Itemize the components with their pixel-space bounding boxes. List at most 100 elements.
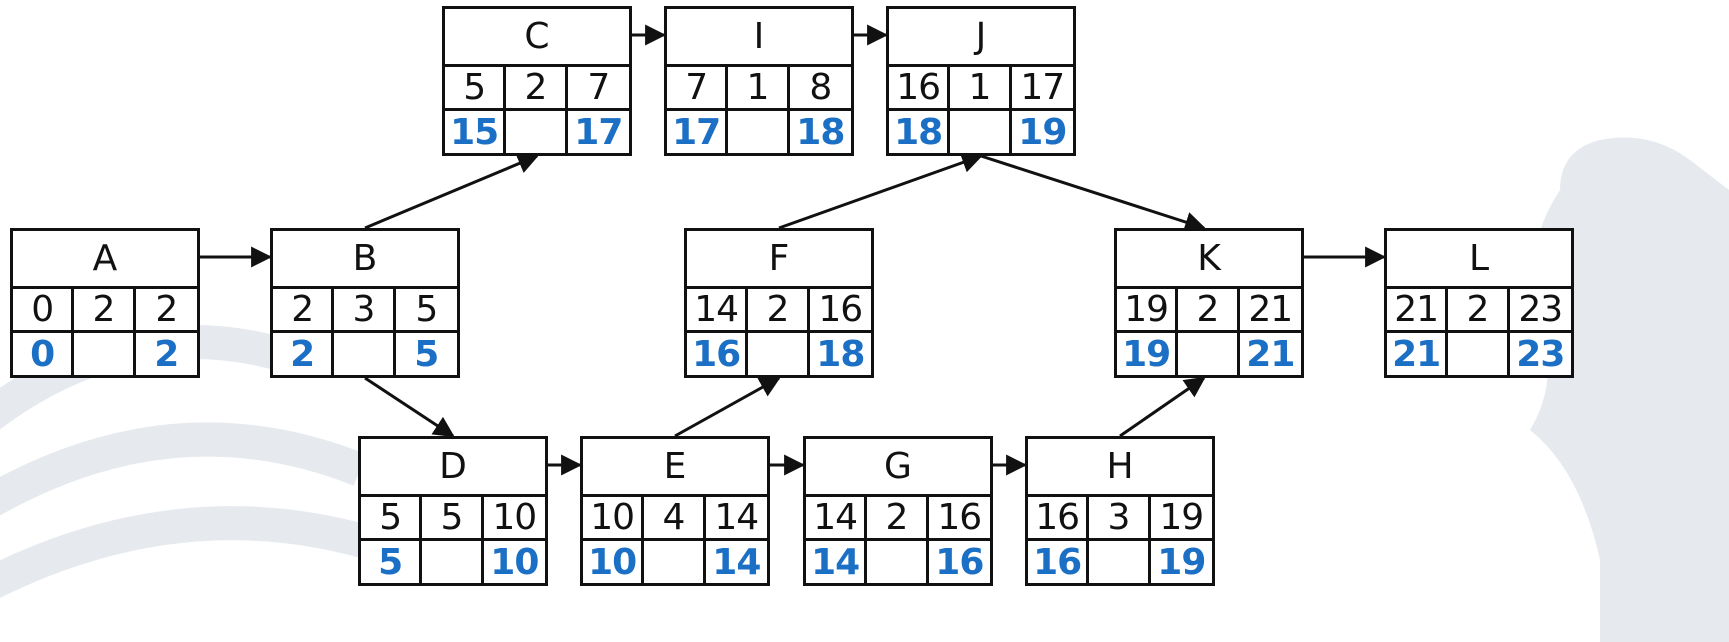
edge-b-d [364,376,455,438]
earliest-start: 0 [13,289,75,333]
empty-cell [1448,333,1510,375]
earliest-start: 5 [445,67,507,111]
duration: 5 [422,497,484,541]
earliest-finish: 7 [567,67,629,111]
latest-finish: 18 [816,333,865,375]
latest-finish: 21 [1246,333,1295,375]
activity-name: C [445,9,629,67]
latest-start: 17 [667,111,729,153]
edge-e-f [674,376,781,438]
earliest-finish: 5 [395,289,457,333]
latest-finish: 14 [712,541,761,583]
earliest-finish: 21 [1239,289,1301,333]
latest-start: 18 [889,111,951,153]
latest-finish: 19 [1018,111,1067,153]
earliest-start: 2 [273,289,335,333]
duration: 1 [728,67,790,111]
earliest-start: 7 [667,67,729,111]
earliest-start: 10 [583,497,645,541]
latest-finish: 18 [796,111,845,153]
duration: 2 [506,67,568,111]
activity-name: I [667,9,851,67]
empty-cell [950,111,1012,153]
empty-cell [506,111,568,153]
latest-start: 15 [445,111,507,153]
empty-cell [728,111,790,153]
earliest-start: 19 [1117,289,1179,333]
latest-finish: 10 [490,541,539,583]
earliest-finish: 2 [135,289,197,333]
empty-cell [867,541,929,583]
earliest-finish: 16 [928,497,990,541]
activity-name: A [13,231,197,289]
latest-start: 16 [687,333,749,375]
earliest-finish: 17 [1011,67,1073,111]
duration: 2 [1178,289,1240,333]
duration: 3 [1089,497,1151,541]
edge-b-c [364,153,539,230]
activity-name: L [1387,231,1571,289]
duration: 2 [867,497,929,541]
latest-start: 16 [1028,541,1090,583]
latest-start: 2 [273,333,335,375]
latest-finish: 23 [1516,333,1565,375]
latest-finish: 17 [574,111,623,153]
empty-cell [422,541,484,583]
earliest-finish: 8 [789,67,851,111]
empty-cell [1178,333,1240,375]
latest-finish: 5 [414,333,439,375]
activity-name: E [583,439,767,497]
latest-start: 0 [13,333,75,375]
empty-cell [334,333,396,375]
earliest-finish: 16 [809,289,871,333]
earliest-start: 5 [361,497,423,541]
earliest-finish: 19 [1150,497,1212,541]
empty-cell [644,541,706,583]
earliest-finish: 23 [1509,289,1571,333]
earliest-start: 14 [687,289,749,333]
empty-cell [748,333,810,375]
latest-finish: 19 [1157,541,1206,583]
empty-cell [1089,541,1151,583]
earliest-start: 14 [806,497,868,541]
edge-f-j [778,152,983,230]
duration: 2 [748,289,810,333]
earliest-finish: 10 [483,497,545,541]
earliest-start: 21 [1387,289,1449,333]
activity-name: B [273,231,457,289]
latest-start: 5 [361,541,423,583]
latest-finish: 16 [935,541,984,583]
activity-name: H [1028,439,1212,497]
empty-cell [74,333,136,375]
person-silhouette [1530,137,1729,642]
latest-start: 21 [1387,333,1449,375]
duration: 1 [950,67,1012,111]
latest-start: 14 [806,541,868,583]
duration: 2 [74,289,136,333]
duration: 3 [334,289,396,333]
activity-name: D [361,439,545,497]
latest-finish: 2 [154,333,179,375]
duration: 2 [1448,289,1510,333]
duration: 4 [644,497,706,541]
activity-name: K [1117,231,1301,289]
latest-start: 10 [583,541,645,583]
earliest-finish: 14 [705,497,767,541]
activity-name: G [806,439,990,497]
earliest-start: 16 [889,67,951,111]
activity-name: F [687,231,871,289]
edge-j-k [980,154,1206,233]
